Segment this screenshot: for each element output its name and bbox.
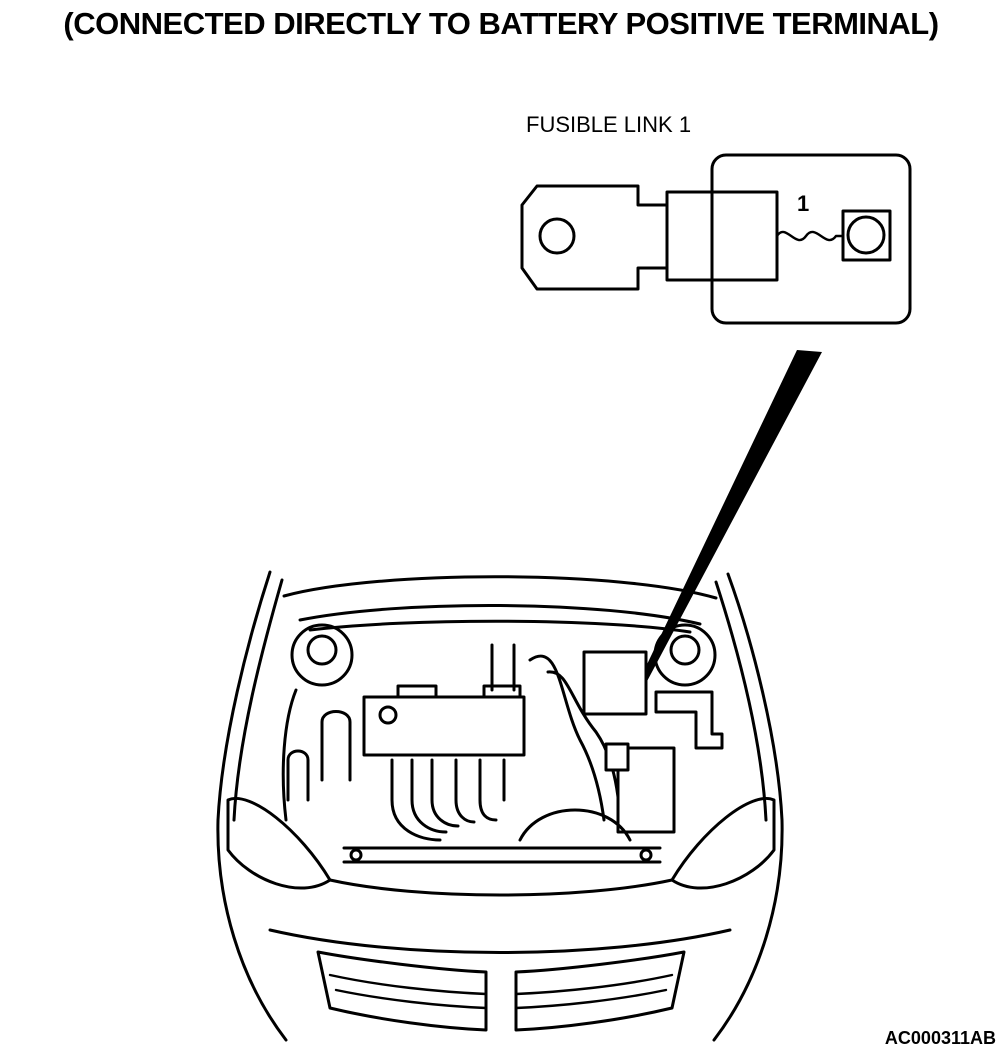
right-fender-inner — [714, 580, 768, 822]
intake-hose-left — [528, 654, 606, 822]
left-fender — [216, 570, 288, 1042]
left-hose — [281, 688, 298, 822]
cowl-panel-top — [298, 603, 702, 626]
left-fender-inner — [232, 578, 284, 822]
reference-code: AC000311AB — [884, 1028, 996, 1048]
fusible-wire — [775, 230, 845, 242]
car-front-illustration — [216, 570, 784, 1042]
battery-cable — [490, 643, 516, 692]
support-bolt-right — [639, 848, 653, 862]
connector-plug — [604, 742, 630, 772]
fuse-body — [665, 190, 779, 282]
fuse-terminal-post — [846, 215, 886, 255]
cowl-line — [282, 575, 718, 600]
grille-right — [514, 950, 686, 1032]
hood-front-edge — [328, 878, 674, 897]
radiator-support — [342, 846, 662, 864]
battery-terminal — [378, 705, 398, 725]
terminal-number: 1 — [797, 191, 809, 216]
right-fender — [712, 572, 784, 1042]
bumper-top — [268, 928, 732, 954]
callout-pointer — [630, 350, 822, 702]
cowl-panel-bottom — [308, 619, 692, 634]
diagram-heading: (CONNECTED DIRECTLY TO BATTERY POSITIVE … — [63, 6, 939, 41]
engine-cover — [518, 808, 632, 842]
magnified-window — [710, 153, 912, 325]
intake-runners — [390, 758, 506, 842]
fusible-link-label: FUSIBLE LINK 1 — [526, 112, 692, 137]
fusible-link-box — [582, 650, 648, 716]
reservoir-left-2 — [286, 749, 310, 802]
left-strut-tower — [290, 623, 354, 687]
l-bracket — [654, 690, 724, 750]
fusible-link-detail: 1 — [520, 153, 912, 325]
grille-slats — [328, 973, 674, 1010]
ring-terminal — [520, 184, 669, 291]
fuse-terminal — [841, 209, 892, 262]
reservoir-left-1 — [320, 710, 352, 782]
grille-left — [316, 950, 488, 1032]
left-headlamp — [226, 797, 332, 890]
left-strut-cap — [306, 634, 338, 666]
right-headlamp — [670, 797, 776, 890]
support-bolt-left — [349, 848, 363, 862]
ring-terminal-hole — [538, 217, 576, 255]
right-strut-tower — [653, 623, 717, 687]
right-strut-cap — [669, 634, 701, 666]
battery-top-ridge — [396, 684, 522, 699]
